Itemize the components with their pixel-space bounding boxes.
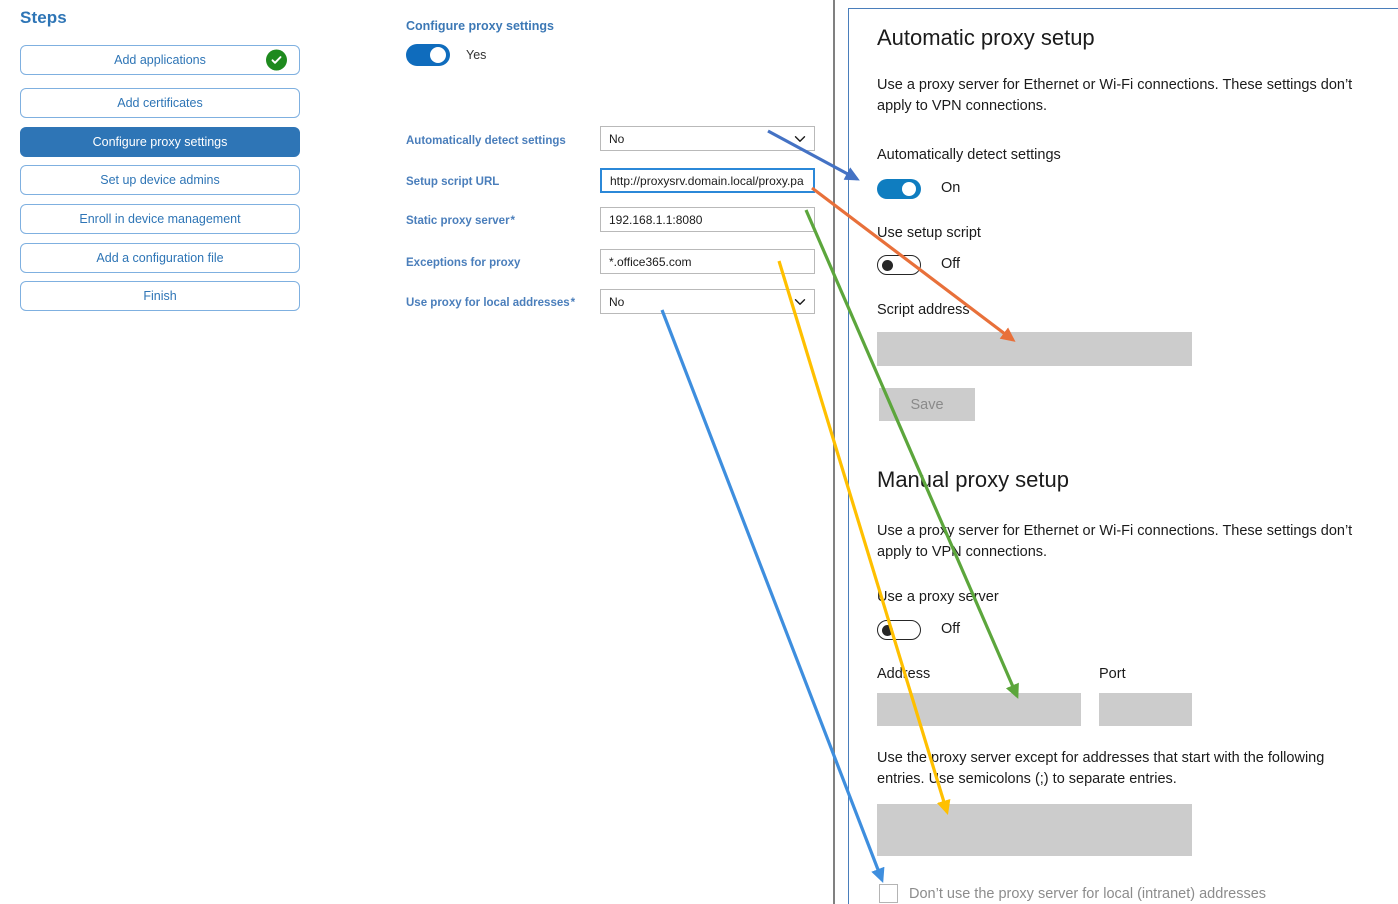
bypass-local-addresses-checkbox[interactable] <box>879 884 898 903</box>
sidebar-item-finish[interactable]: Finish <box>20 281 300 311</box>
sidebar-item-label: Configure proxy settings <box>92 135 228 149</box>
steps-panel: Steps Add applications Add certificates … <box>0 0 340 904</box>
address-input[interactable] <box>877 693 1081 726</box>
sidebar-item-add-a-configuration-file[interactable]: Add a configuration file <box>20 243 300 273</box>
select-automatically-detect-settings[interactable]: No <box>600 126 815 151</box>
port-label: Port <box>1099 666 1126 682</box>
sidebar-item-label: Add a configuration file <box>96 251 224 265</box>
sidebar-item-label: Finish <box>143 289 177 303</box>
sidebar-item-add-certificates[interactable]: Add certificates <box>20 88 300 118</box>
toggle-knob <box>430 47 446 63</box>
input-exceptions-for-proxy[interactable]: *.office365.com <box>600 249 815 274</box>
exceptions-description: Use the proxy server except for addresse… <box>877 750 1325 787</box>
windows-proxy-settings-pane: Automatic proxy setup Use a proxy server… <box>848 8 1398 904</box>
panel-divider <box>833 0 835 904</box>
page-title: Steps <box>20 8 67 27</box>
toggle-knob <box>902 182 916 196</box>
use-setup-script-state: Off <box>941 256 961 272</box>
chevron-down-icon <box>794 296 806 308</box>
address-label: Address <box>877 666 931 682</box>
configure-proxy-toggle-label: Yes <box>466 48 487 62</box>
select-use-proxy-for-local-addresses[interactable]: No <box>600 289 815 314</box>
chevron-down-icon <box>794 133 806 145</box>
label-setup-script-url: Setup script URL <box>406 176 500 188</box>
exceptions-input[interactable] <box>877 804 1192 856</box>
script-address-label: Script address <box>877 302 970 318</box>
label-use-proxy-for-local-addresses: Use proxy for local addresses * <box>406 297 576 309</box>
configure-proxy-toggle[interactable] <box>406 44 450 66</box>
sidebar-item-add-applications[interactable]: Add applications <box>20 45 300 75</box>
port-input[interactable] <box>1099 693 1192 726</box>
sidebar-item-label: Enroll in device management <box>79 212 241 226</box>
input-static-proxy-server[interactable]: 192.168.1.1:8080 <box>600 207 815 232</box>
form-heading: Configure proxy settings <box>406 19 554 33</box>
automatically-detect-settings-state: On <box>941 180 961 196</box>
required-marker: * <box>509 215 515 227</box>
save-button[interactable]: Save <box>879 388 975 421</box>
script-address-input[interactable] <box>877 332 1192 366</box>
sidebar-item-label: Add certificates <box>117 96 203 110</box>
manual-proxy-setup-description: Use a proxy server for Ethernet or Wi-Fi… <box>877 523 1353 560</box>
proxy-form-panel: Configure proxy settings Yes Automatical… <box>340 0 833 904</box>
toggle-knob <box>882 260 893 271</box>
use-a-proxy-server-toggle[interactable] <box>877 620 921 640</box>
label-exceptions-for-proxy: Exceptions for proxy <box>406 257 521 269</box>
automatically-detect-settings-toggle[interactable] <box>877 179 921 199</box>
sidebar-item-label: Add applications <box>114 53 206 67</box>
use-setup-script-toggle[interactable] <box>877 255 921 275</box>
toggle-knob <box>882 625 893 636</box>
label-static-proxy-server: Static proxy server * <box>406 215 515 227</box>
use-setup-script-label: Use setup script <box>877 225 981 241</box>
configure-proxy-toggle-row: Yes <box>406 44 486 66</box>
automatic-proxy-setup-heading: Automatic proxy setup <box>877 25 1095 50</box>
check-circle-icon <box>266 49 287 71</box>
use-a-proxy-server-label: Use a proxy server <box>877 589 999 605</box>
input-setup-script-url[interactable]: http://proxysrv.domain.local/proxy.pa <box>600 168 815 193</box>
bypass-local-addresses-label: Don’t use the proxy server for local (in… <box>909 886 1267 902</box>
sidebar-item-enroll-in-device-management[interactable]: Enroll in device management <box>20 204 300 234</box>
label-automatically-detect-settings: Automatically detect settings <box>406 135 566 147</box>
sidebar-item-label: Set up device admins <box>100 173 220 187</box>
sidebar-item-set-up-device-admins[interactable]: Set up device admins <box>20 165 300 195</box>
automatic-proxy-setup-description: Use a proxy server for Ethernet or Wi-Fi… <box>877 77 1353 114</box>
sidebar-item-configure-proxy-settings[interactable]: Configure proxy settings <box>20 127 300 157</box>
required-marker: * <box>569 297 576 309</box>
manual-proxy-setup-heading: Manual proxy setup <box>877 467 1069 492</box>
use-a-proxy-server-state: Off <box>941 621 961 637</box>
automatically-detect-settings-label: Automatically detect settings <box>877 147 1061 163</box>
